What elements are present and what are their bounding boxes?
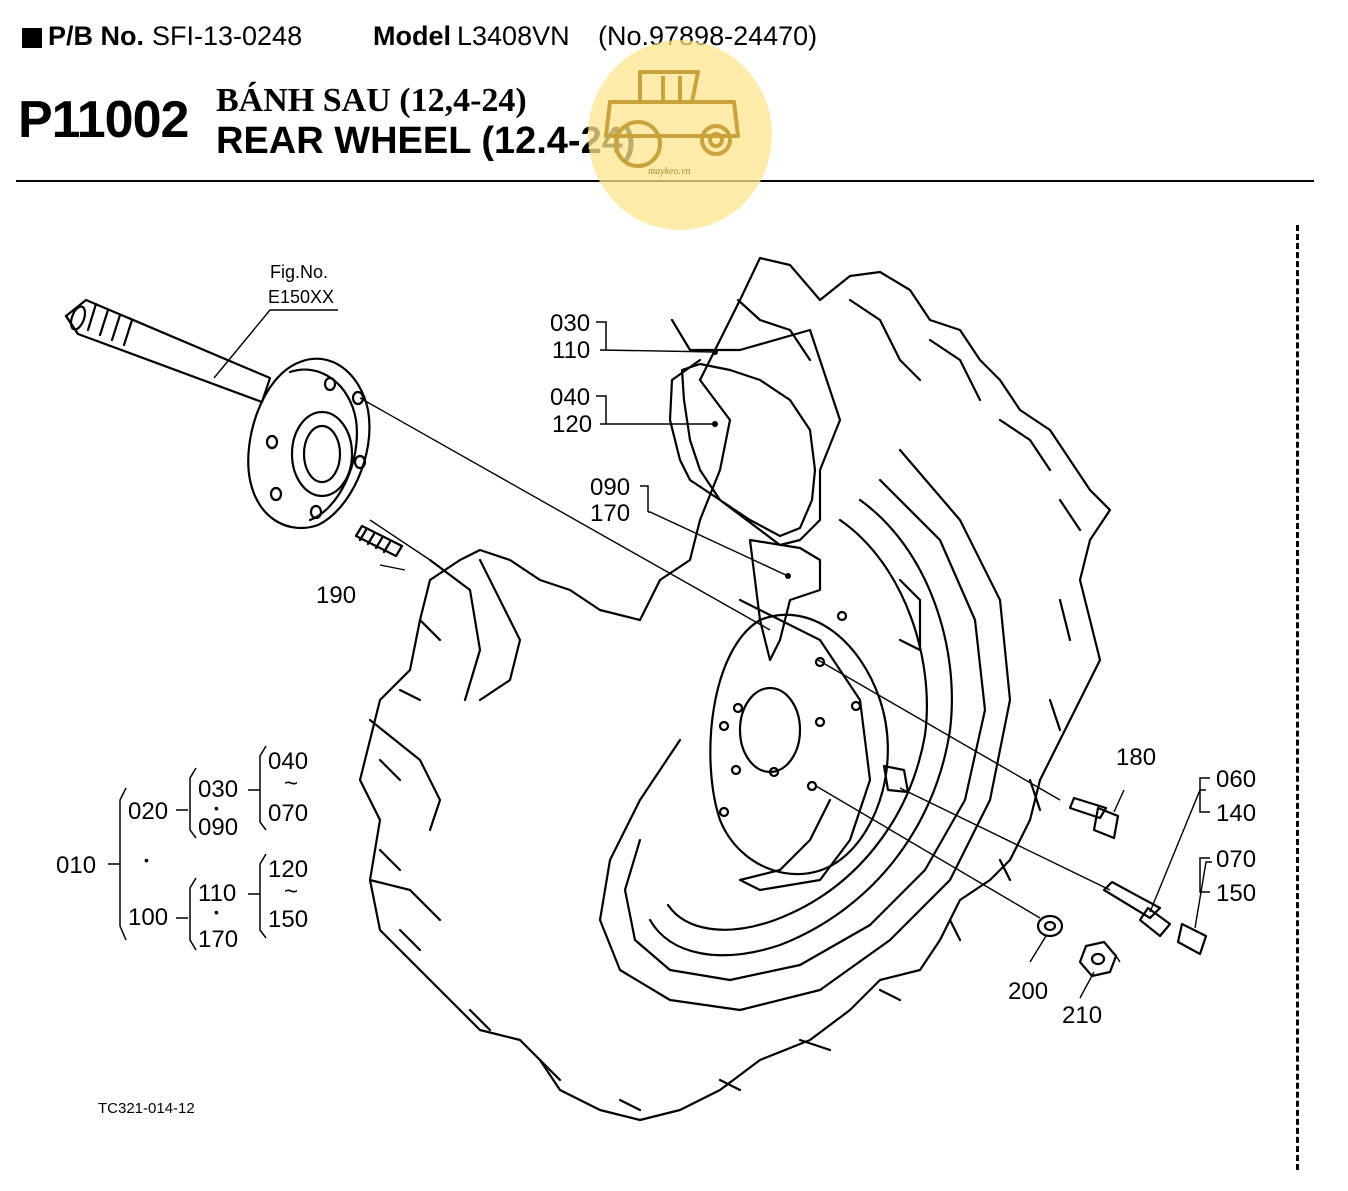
inner-tube (668, 318, 842, 547)
leader-090 (648, 511, 789, 577)
callout-210: 210 (1062, 1002, 1103, 1029)
tree-070: 070 (268, 800, 309, 827)
callout-170: 170 (590, 500, 631, 527)
tree-090: 090 (198, 814, 239, 841)
page-dashed-border (1296, 225, 1299, 1170)
callout-040: 040 (550, 384, 591, 411)
tree-020: 020 (128, 798, 169, 825)
tree-dot-3: • (214, 904, 219, 920)
callout-190: 190 (316, 582, 357, 609)
tree-tilde-2: ~ (284, 878, 299, 905)
tree-040: 040 (268, 748, 309, 775)
callout-090: 090 (590, 474, 631, 501)
header-bullet (22, 28, 42, 48)
drawing-code: TC321-014-12 (98, 1100, 195, 1117)
rim-flap (748, 538, 822, 662)
pb-label: P/B No. (48, 21, 145, 51)
callout-070: 070 (1216, 846, 1257, 873)
washer-and-nut (1036, 914, 1118, 978)
tree-170: 170 (198, 926, 239, 953)
watermark-text: maykeo.vn (648, 166, 691, 177)
fig-no-value: E150XX (268, 287, 335, 307)
callout-120: 120 (552, 411, 593, 438)
leader-030 (599, 349, 716, 353)
tree-030: 030 (198, 776, 239, 803)
title-english: REAR WHEEL (12.4-24) (216, 120, 636, 162)
tree-dot-1: • (144, 852, 149, 868)
tyre (358, 256, 1112, 1122)
tree-010: 010 (56, 852, 97, 879)
callout-150: 150 (1216, 880, 1257, 907)
tree-120: 120 (268, 856, 309, 883)
hub-flange (247, 357, 371, 530)
tree-tilde-1: ~ (284, 770, 299, 797)
model-label: Model (373, 21, 451, 51)
callout-110: 110 (552, 337, 591, 364)
watermark-logo (588, 40, 772, 230)
title-vietnamese: BÁNH SAU (12,4-24) (216, 82, 527, 119)
wheel-disc (709, 578, 922, 892)
tree-150: 150 (268, 906, 309, 933)
leader-fig (213, 309, 338, 379)
callout-200: 200 (1008, 978, 1049, 1005)
model-value: L3408VN (457, 21, 570, 51)
tree-dot-2: • (214, 800, 219, 816)
callout-030: 030 (550, 310, 591, 337)
page-code: P11002 (18, 91, 189, 149)
leader-axis-1 (359, 397, 771, 631)
stud-bolt (354, 524, 404, 558)
wheel-bolt (1068, 796, 1120, 840)
axle-shaft (64, 298, 272, 404)
tree-100: 100 (128, 904, 169, 931)
pb-value: SFI-13-0248 (152, 21, 303, 51)
callout-060: 060 (1216, 766, 1257, 793)
tree-110: 110 (198, 880, 237, 907)
fig-no-label: Fig.No. (270, 262, 329, 282)
callout-180: 180 (1116, 744, 1157, 771)
tractor-icon (604, 70, 740, 168)
callout-140: 140 (1216, 800, 1257, 827)
